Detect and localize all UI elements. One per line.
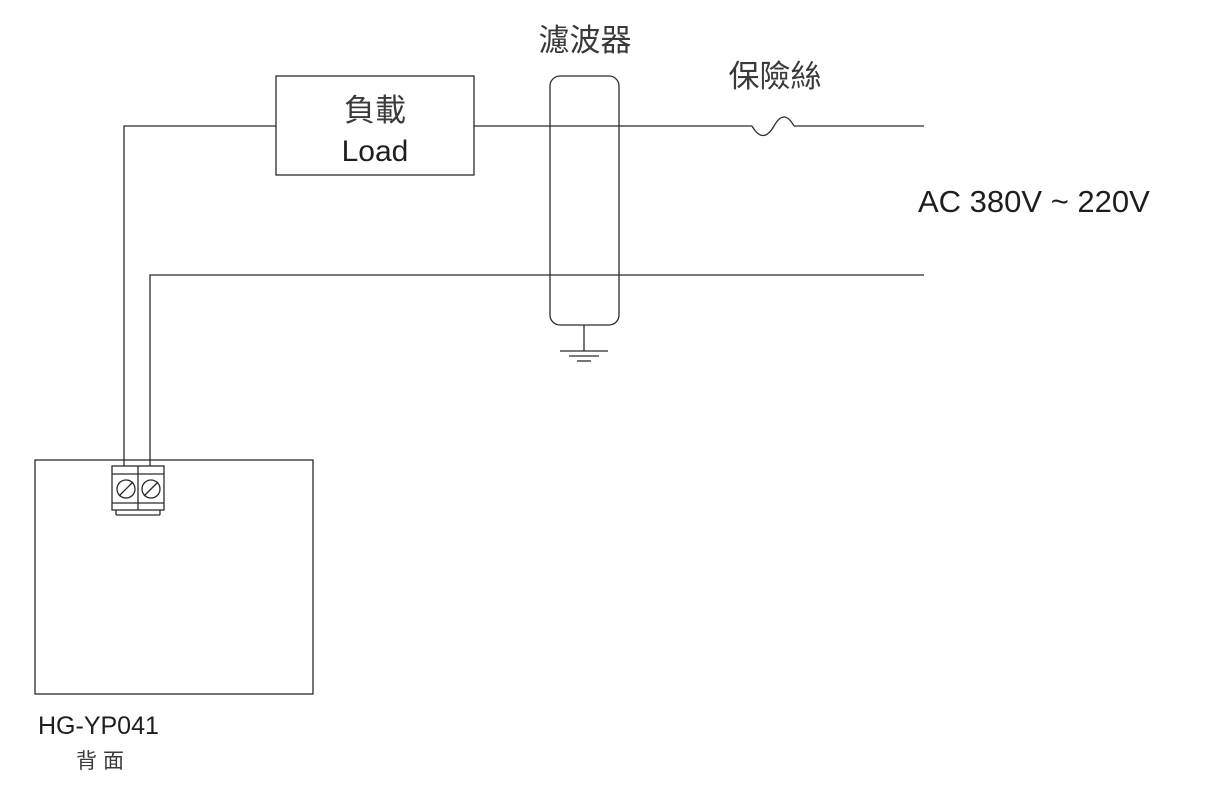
ground-icon (560, 325, 608, 362)
load-box (275, 75, 475, 176)
filter-label: 濾波器 (539, 23, 632, 59)
fuse-symbol (751, 116, 795, 137)
device-side-label: 背面 (76, 749, 130, 773)
device-model-label: HG-YP041 (38, 712, 159, 740)
device-back-panel (34, 459, 314, 695)
filter-body (549, 75, 620, 326)
supply-label: AC 380V ~ 220V (918, 184, 1150, 219)
wire-neutral (149, 274, 924, 466)
terminal-screw-icon (141, 479, 161, 499)
terminal-screw-icon (116, 479, 136, 499)
terminal-block (111, 465, 165, 516)
load-label-en: Load (342, 135, 409, 168)
wire-live-to-load (123, 125, 276, 466)
fuse-label: 保險絲 (729, 59, 822, 95)
load-label-zh: 負載 (344, 93, 406, 129)
